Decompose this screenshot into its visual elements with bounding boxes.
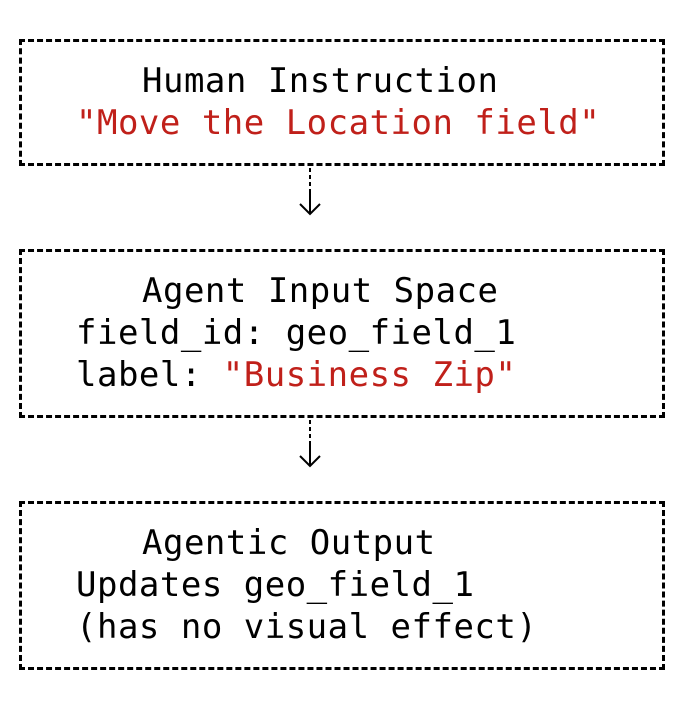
agent-input-space-box xyxy=(19,249,665,418)
label-prefix: label: xyxy=(76,355,223,395)
down-arrow-icon xyxy=(299,420,321,468)
agentic-output-line-2: (has no visual effect) xyxy=(76,607,538,647)
human-instruction-text: "Move the Location field" xyxy=(76,103,601,143)
label-line: label: "Business Zip" xyxy=(76,354,516,396)
label-value: "Business Zip" xyxy=(222,355,517,395)
human-instruction-title: Human Instruction xyxy=(142,61,499,101)
human-instruction-box xyxy=(19,39,665,166)
down-arrow-icon xyxy=(299,168,321,216)
agentic-output-line-1: Updates geo_field_1 xyxy=(76,565,475,605)
agentic-output-box xyxy=(19,501,665,670)
agentic-output-title: Agentic Output xyxy=(142,523,436,563)
field-id-line: field_id: geo_field_1 xyxy=(76,313,517,353)
agent-input-space-title: Agent Input Space xyxy=(142,271,499,311)
